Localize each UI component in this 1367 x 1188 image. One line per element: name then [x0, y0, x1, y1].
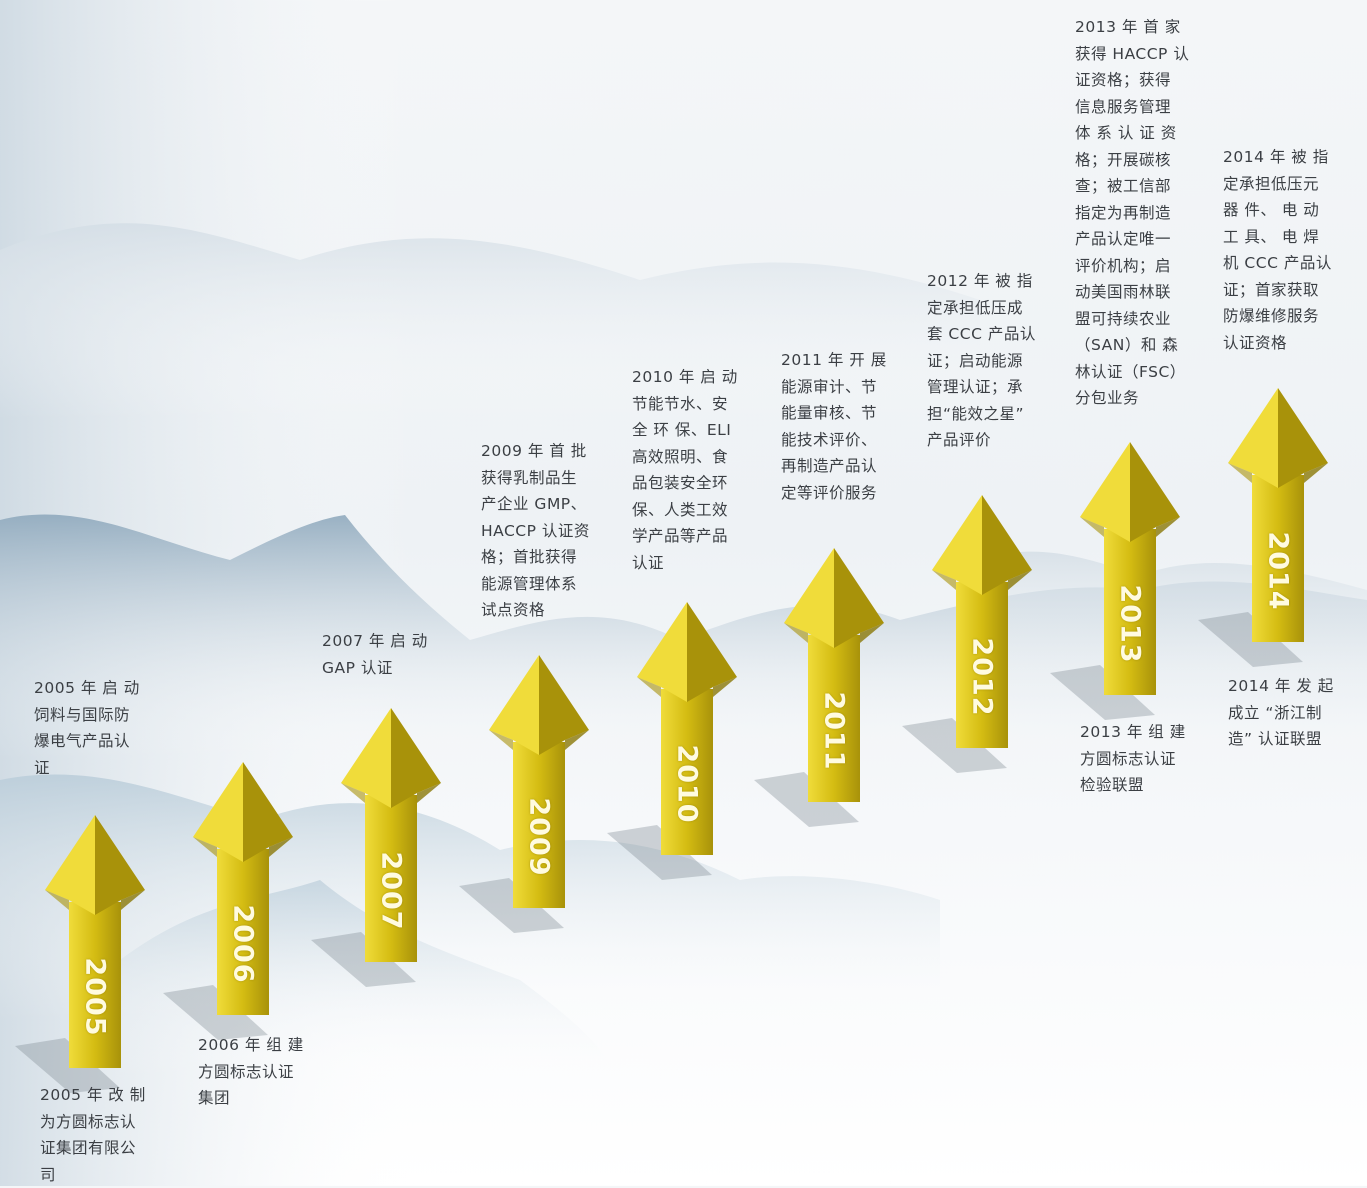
milestone-note-above: 2005 年 启 动 饲料与国际防 爆电气产品认 证 [34, 679, 140, 777]
year-arrow-2013: 2013 [1080, 442, 1180, 695]
milestone-note-above: 2013 年 首 家 获得 HACCP 认 证资格；获得 信息服务管理 体 系 … [1075, 18, 1190, 407]
arrow-shape [637, 602, 737, 855]
arrow-shadow [607, 825, 712, 880]
arrow-shadow [163, 985, 268, 1040]
arrow-shape [784, 548, 884, 802]
milestone-note-below: 2013 年 组 建 方圆标志认证 检验联盟 [1080, 723, 1186, 794]
arrow-shadow [1198, 612, 1303, 667]
milestone-note-above: 2009 年 首 批 获得乳制品生 产企业 GMP、 HACCP 认证资 格；首… [481, 442, 590, 619]
year-arrow-2005: 2005 [45, 815, 145, 1068]
year-label: 2011 [818, 690, 850, 771]
year-label: 2009 [523, 797, 555, 877]
year-arrow-2012: 2012 [932, 495, 1032, 748]
year-label: 2007 [375, 850, 407, 931]
year-label: 2010 [671, 744, 703, 824]
arrow-shape [1228, 388, 1328, 642]
year-arrow-2014: 2014 [1228, 388, 1328, 642]
milestone-note-above: 2007 年 启 动 GAP 认证 [322, 632, 428, 677]
year-arrow-2011: 2011 [784, 548, 884, 802]
arrow-shadow [1050, 665, 1155, 720]
milestone-note-below: 2005 年 改 制 为方圆标志认 证集团有限公 司 [40, 1086, 146, 1184]
milestone-note-above: 2010 年 启 动 节能节水、安 全 环 保、ELI 高效照明、食 品包装安全… [632, 368, 738, 572]
arrow-shape [193, 762, 293, 1015]
milestone-note-above: 2011 年 开 展 能源审计、节 能量审核、节 能技术评价、 再制造产品认 定… [781, 351, 887, 502]
arrow-shape [341, 708, 441, 962]
arrow-shadow [15, 1038, 120, 1093]
year-label: 2013 [1114, 584, 1146, 664]
year-arrow-2009: 2009 [489, 655, 589, 908]
year-label: 2006 [227, 904, 259, 984]
arrow-shape [1080, 442, 1180, 695]
year-arrow-2007: 2007 [341, 708, 441, 962]
arrow-shape [932, 495, 1032, 748]
arrow-shape [489, 655, 589, 908]
year-label: 2014 [1262, 530, 1294, 611]
arrow-shadow [311, 932, 416, 987]
milestone-note-above: 2014 年 被 指 定承担低压元 器 件、 电 动 工 具、 电 焊 机 CC… [1223, 148, 1332, 352]
arrow-shadow [754, 772, 859, 827]
year-arrow-2006: 2006 [193, 762, 293, 1015]
year-arrow-2010: 2010 [637, 602, 737, 855]
year-label: 2012 [966, 637, 998, 717]
milestone-note-below: 2006 年 组 建 方圆标志认证 集团 [198, 1036, 304, 1107]
arrow-shape [45, 815, 145, 1068]
milestone-note-above: 2012 年 被 指 定承担低压成 套 CCC 产品认 证；启动能源 管理认证；… [927, 272, 1036, 449]
year-label: 2005 [79, 957, 111, 1037]
arrow-shadow [902, 718, 1007, 773]
milestone-note-below: 2014 年 发 起 成立 “浙江制 造” 认证联盟 [1228, 677, 1334, 748]
arrow-shadow [459, 878, 564, 933]
